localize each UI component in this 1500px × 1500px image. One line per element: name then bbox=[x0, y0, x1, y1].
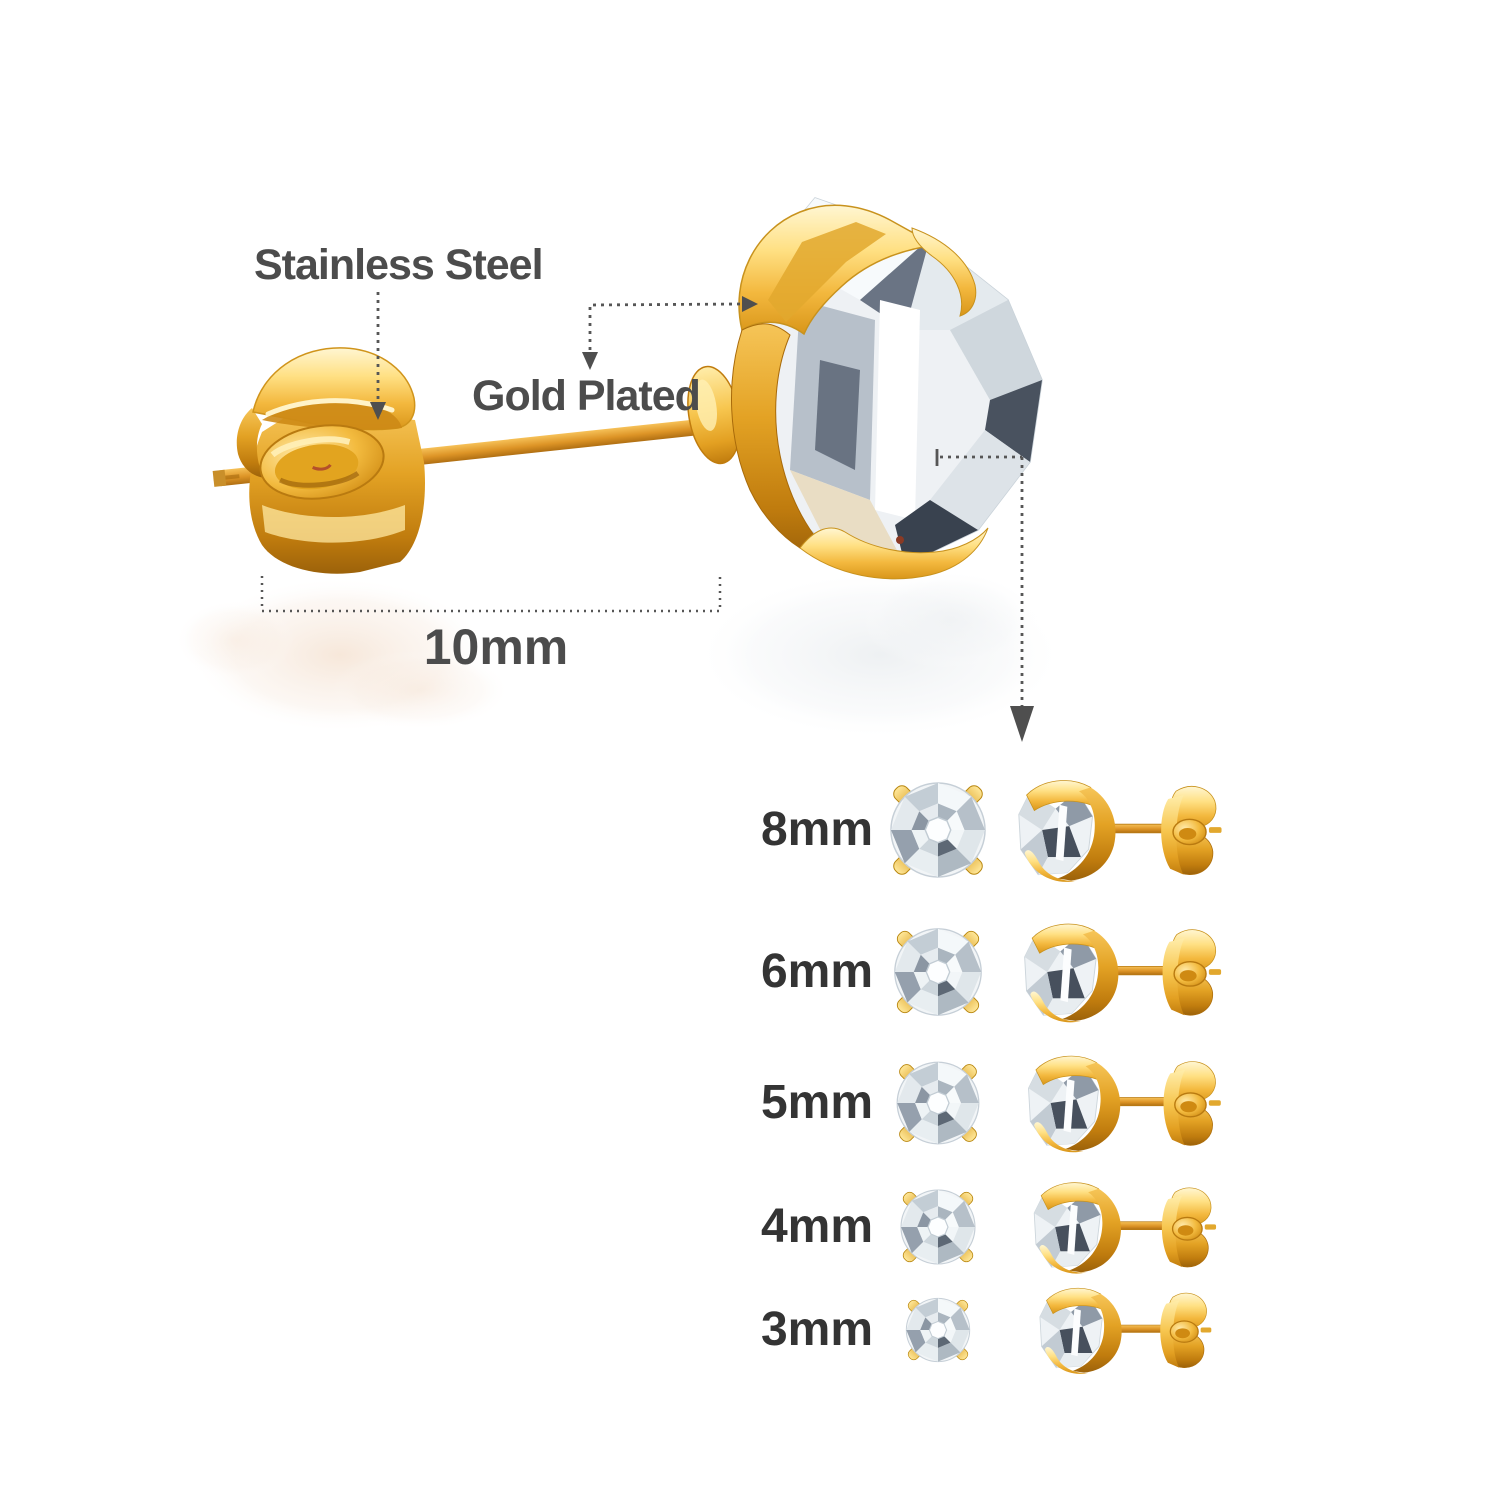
plating-label: Gold Plated bbox=[472, 372, 701, 420]
size-chart-icons bbox=[890, 779, 1223, 1375]
size-row-4mm-side-icon bbox=[1033, 1181, 1217, 1275]
size-label-6mm: 6mm bbox=[760, 945, 874, 998]
floor-reflections bbox=[175, 570, 1065, 740]
material-callout-line bbox=[370, 292, 386, 420]
size-label-4mm: 4mm bbox=[760, 1200, 874, 1253]
size-row-3mm-front-icon bbox=[905, 1297, 971, 1363]
size-label-8mm: 8mm bbox=[760, 803, 874, 856]
stone-setting bbox=[687, 197, 1043, 580]
size-row-6mm-front-icon bbox=[894, 928, 982, 1016]
plating-callout-line bbox=[582, 296, 758, 370]
material-label: Stainless Steel bbox=[254, 241, 544, 289]
size-row-5mm-front-icon bbox=[896, 1061, 980, 1145]
butterfly-back bbox=[236, 347, 425, 574]
size-row-8mm-front-icon bbox=[890, 782, 986, 878]
size-label-5mm: 5mm bbox=[760, 1076, 874, 1129]
size-row-3mm-side-icon bbox=[1039, 1287, 1212, 1375]
size-row-4mm-front-icon bbox=[900, 1189, 976, 1265]
stone-size-callout-line bbox=[935, 449, 1034, 742]
size-row-8mm-side-icon bbox=[1018, 779, 1223, 883]
post-length-label: 10mm bbox=[423, 619, 569, 675]
size-row-5mm-side-icon bbox=[1027, 1055, 1222, 1153]
size-row-6mm-side-icon bbox=[1023, 923, 1222, 1024]
size-label-3mm: 3mm bbox=[760, 1303, 874, 1356]
